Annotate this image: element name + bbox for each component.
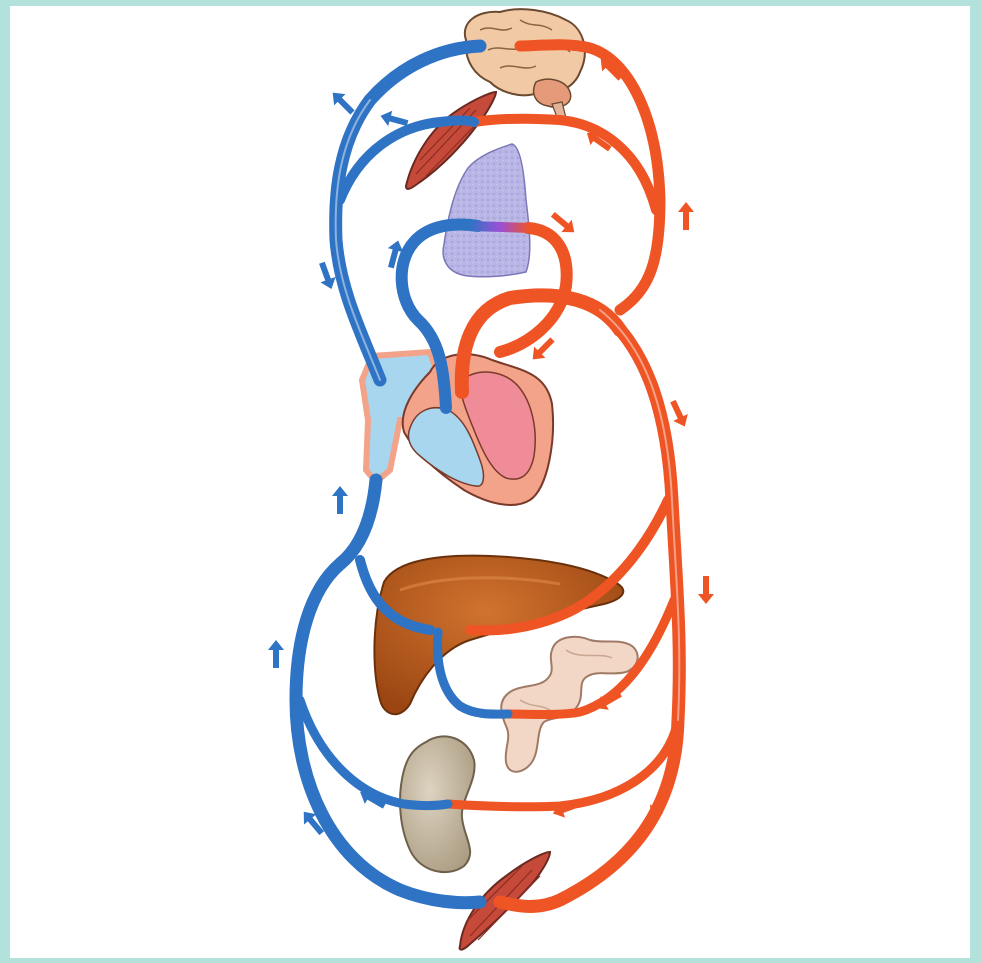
lung-capillary [470, 226, 530, 228]
arrow-icon [698, 576, 714, 604]
arrow-icon [332, 486, 348, 514]
lung-icon [443, 144, 530, 277]
arrow-icon [327, 87, 358, 118]
diagram-frame [10, 6, 970, 958]
arrow-icon [268, 640, 284, 668]
arrow-icon [678, 202, 694, 230]
arrow-icon [666, 398, 692, 430]
circulatory-system-diagram [10, 6, 970, 958]
